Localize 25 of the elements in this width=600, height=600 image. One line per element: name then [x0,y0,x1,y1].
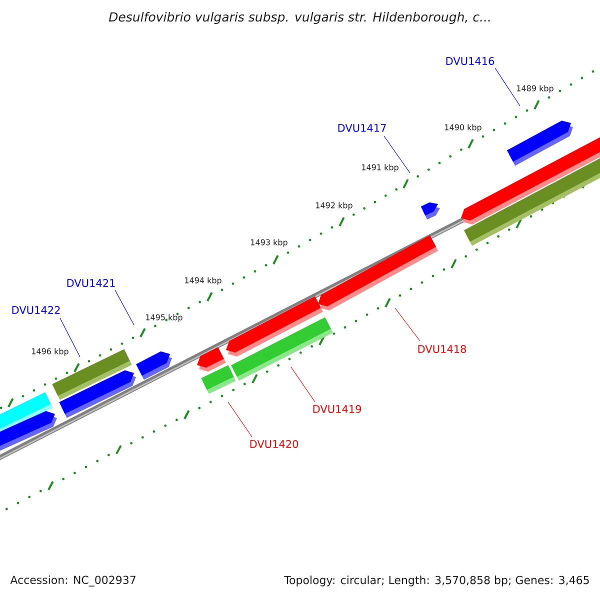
gene-label: DVU1419 [313,405,361,413]
footer-text: Accession: NC_002937 [10,576,136,586]
leader-line [494,68,520,106]
scale-label: 1495 kbp [146,314,182,322]
leader-line [384,136,410,174]
leader-line [290,366,316,402]
gene-label: DVU1420 [250,440,298,448]
leader-line [114,290,134,326]
scale-label: 1492 kbp [316,202,352,210]
gene-label: DVU1421 [67,279,115,287]
leader-line [60,318,80,358]
gene-label: DVU1422 [12,306,60,314]
gene-label: DVU1416 [446,57,494,65]
leader-line [228,402,252,438]
scale-label: 1491 kbp [362,164,398,172]
scale-label: 1493 kbp [251,239,288,247]
scale-label: 1490 kbp [445,124,482,132]
gene-label: DVU1418 [418,345,466,353]
gene-label: DVU1417 [338,124,386,132]
scale-label: 1494 kbp [185,277,222,285]
title: Desulfovibrio vulgaris subsp. vulgaris str. Hildenborough, c... [108,12,490,24]
footer-text: Topology: circular; Length: 3,570,858 bp; Genes: 3,465 [284,576,589,586]
scale-label: 1496 kbp [32,348,68,356]
scale-label: 1489 kbp [517,85,554,93]
leader-line [394,308,420,342]
